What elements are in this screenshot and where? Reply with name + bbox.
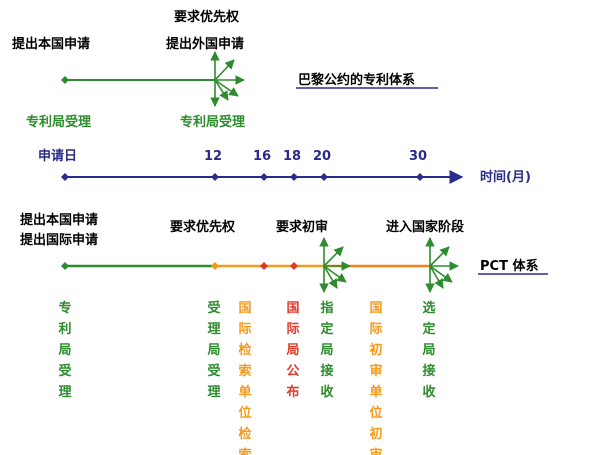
pct-diamond-18 (290, 262, 298, 270)
vlabel-designated-office: 指定局接收 (319, 300, 334, 400)
paris-priority-label: 要求优先权 (174, 9, 240, 25)
pct-fan-arrows-20 (319, 237, 351, 293)
tick-20: 20 (313, 149, 331, 164)
paris-left-top-label: 提出本国申请 (12, 36, 90, 52)
filing-date-label: 申请日 (38, 148, 77, 164)
pct-exam-request-label: 要求初审 (276, 219, 328, 235)
pct-diamond-12 (211, 262, 219, 270)
vlabel-prelim-exam-authority: 国际初审单位初审 (369, 301, 382, 455)
tick-30: 30 (409, 149, 427, 164)
pct-domestic-label: 提出本国申请 (20, 212, 98, 228)
pct-diamond-16 (260, 262, 268, 270)
vlabel-office-accept: 专利局受理 (58, 300, 71, 400)
paris-foreign-label: 提出外国申请 (166, 36, 244, 52)
tick-16: 16 (253, 149, 271, 164)
time-axis-label: 时间(月) (480, 169, 531, 185)
vlabel-receiving-office: 受理局受理 (207, 300, 220, 400)
paris-start-diamond (61, 76, 69, 84)
vlabel-intl-bureau: 国际局公布 (286, 301, 299, 400)
vlabel-elected-office: 选定局接收 (421, 300, 436, 400)
pct-start-diamond (61, 262, 69, 270)
tick-12: 12 (204, 149, 222, 164)
paris-fan-arrows (210, 51, 245, 107)
pct-fan-arrows-30 (425, 237, 459, 293)
pct-system-label: PCT 体系 (480, 258, 538, 274)
paris-office-accept-left: 专利局受理 (26, 114, 91, 130)
paris-office-accept-mid: 专利局受理 (180, 114, 245, 130)
pct-national-phase-label: 进入国家阶段 (386, 219, 464, 235)
time-axis-diamonds (61, 173, 424, 181)
pct-priority-label: 要求优先权 (170, 219, 236, 235)
pct-vertical-labels: 专利局受理 受理局受理 国际检索单位检索 国际局公布 指定局接收 国际初审单位初审 选定局接… (58, 300, 436, 455)
pct-international-label: 提出国际申请 (20, 232, 98, 248)
paris-system-label: 巴黎公约的专利体系 (298, 72, 415, 88)
vlabel-search-authority: 国际检索单位检索 (238, 301, 251, 455)
tick-18: 18 (283, 149, 301, 164)
